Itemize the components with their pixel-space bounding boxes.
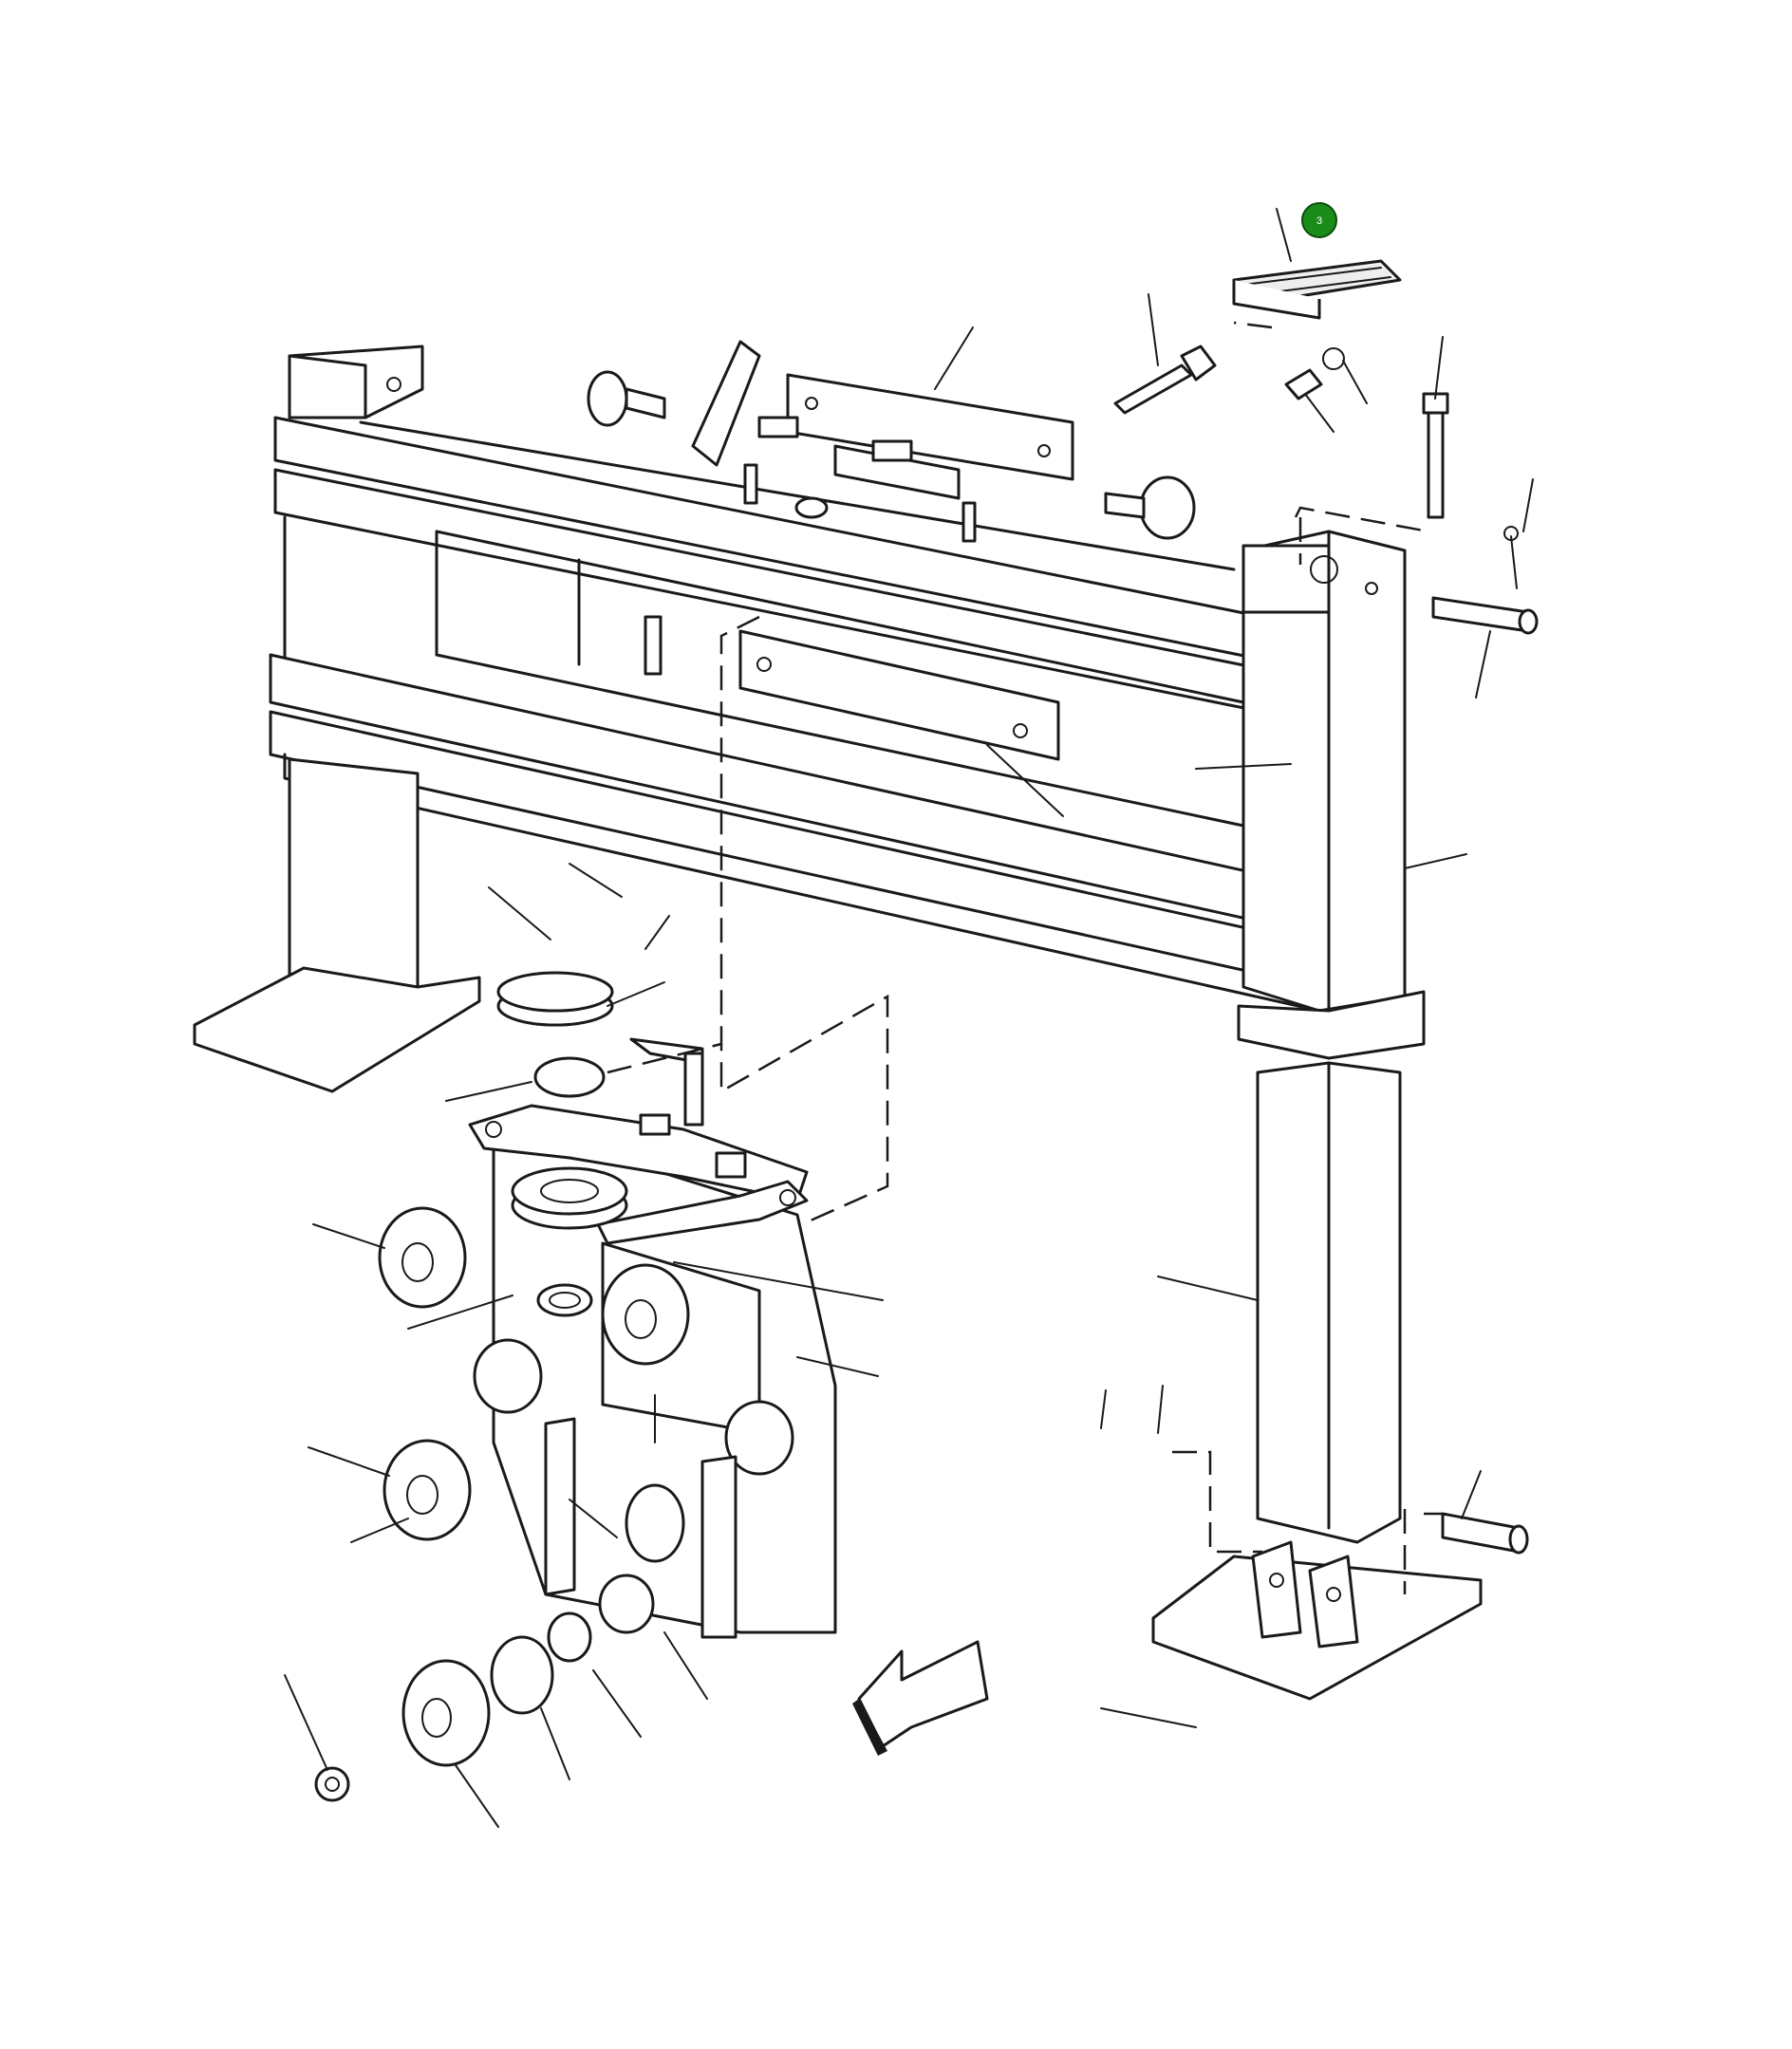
top-parts — [587, 259, 1449, 543]
main-beam-assembly — [269, 416, 1321, 1013]
callout-label: 3 — [1316, 215, 1322, 227]
leader-lines — [284, 208, 1534, 1828]
callout-marker-icon[interactable] — [1301, 202, 1337, 238]
part-callout-3[interactable]: 3 — [1301, 202, 1337, 238]
right-column — [1151, 526, 1539, 1701]
left-leg — [193, 345, 481, 1093]
assembly-dashed-lines — [607, 321, 1443, 1594]
direction-arrow — [852, 1640, 989, 1756]
carriage-assembly — [314, 971, 837, 1802]
